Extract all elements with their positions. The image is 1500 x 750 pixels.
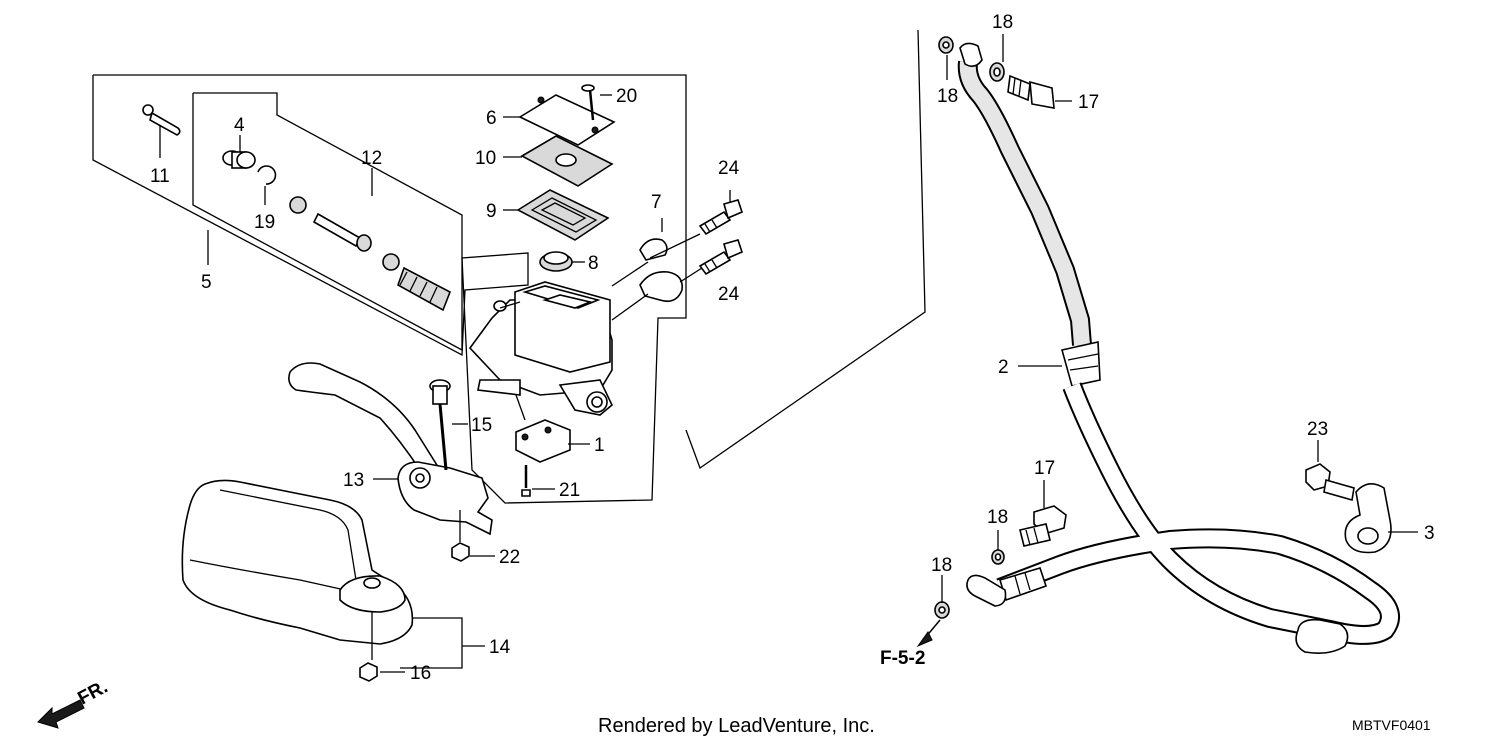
part-15-pivot-bolt[interactable] [429, 379, 451, 471]
callout-labels: 4 11 19 12 5 6 20 10 9 7 24 8 24 15 1 13… [74, 12, 1434, 737]
label-18-top-left[interactable]: 18 [937, 86, 958, 107]
label-18-mid[interactable]: 18 [987, 507, 1008, 528]
part-17-bolt-top[interactable] [1007, 74, 1055, 109]
label-17-lower[interactable]: 17 [1034, 458, 1055, 479]
part-18-washer-bottom[interactable] [934, 601, 950, 619]
label-7[interactable]: 7 [651, 192, 662, 213]
part-19-clip[interactable] [257, 165, 277, 205]
part-2-brake-hose[interactable] [957, 42, 1400, 654]
part-21-screw[interactable] [521, 465, 531, 497]
leader-lines [207, 34, 1418, 673]
part-18-washer-top-left[interactable] [938, 36, 954, 54]
part-3-clamp[interactable] [1344, 483, 1392, 554]
label-20[interactable]: 20 [616, 86, 637, 107]
part-11-pin[interactable] [142, 104, 181, 158]
label-17-top[interactable]: 17 [1078, 92, 1099, 113]
label-9[interactable]: 9 [486, 201, 497, 222]
label-24-lower[interactable]: 24 [718, 284, 740, 305]
part-22-nut[interactable] [451, 510, 470, 562]
diagram-code: MBTVF0401 [1352, 717, 1431, 733]
part-20-screw[interactable] [581, 84, 595, 121]
label-18-top-right[interactable]: 18 [992, 12, 1013, 33]
kit-boundary-12 [192, 92, 463, 352]
label-16[interactable]: 16 [410, 663, 431, 684]
label-23[interactable]: 23 [1307, 419, 1328, 440]
part-17-bolt-lower[interactable] [1019, 480, 1067, 547]
part-23-bolt[interactable] [1305, 440, 1355, 502]
part-24-bolt-lower[interactable] [698, 239, 743, 276]
label-24-upper[interactable]: 24 [718, 158, 740, 179]
label-2[interactable]: 2 [998, 357, 1009, 378]
part-10-plate[interactable] [520, 135, 614, 187]
master-cylinder-body[interactable] [468, 281, 613, 416]
label-14[interactable]: 14 [489, 637, 511, 658]
label-21[interactable]: 21 [559, 480, 580, 501]
part-9-diaphragm[interactable] [516, 189, 610, 241]
label-13[interactable]: 13 [343, 470, 364, 491]
part-12-piston-kit[interactable] [289, 168, 452, 312]
label-8[interactable]: 8 [588, 253, 599, 274]
part-4-bushing[interactable] [222, 135, 256, 169]
label-6[interactable]: 6 [486, 108, 497, 129]
part-8-float[interactable] [539, 251, 573, 272]
label-11[interactable]: 11 [150, 166, 170, 187]
label-15[interactable]: 15 [471, 415, 492, 436]
part-1-switch[interactable] [515, 394, 571, 463]
part-13-lever[interactable] [288, 362, 493, 536]
label-18-bottom[interactable]: 18 [931, 555, 952, 576]
label-3[interactable]: 3 [1424, 523, 1435, 544]
credit-text: Rendered by LeadVenture, Inc. [598, 715, 875, 737]
reference-label[interactable]: F-5-2 [880, 648, 925, 669]
reference-arrow[interactable] [916, 619, 941, 648]
part-16-nut[interactable] [359, 662, 378, 682]
label-19[interactable]: 19 [254, 212, 275, 233]
part-18-washer-mid[interactable] [991, 549, 1005, 565]
label-10[interactable]: 10 [475, 148, 496, 169]
label-22[interactable]: 22 [499, 547, 520, 568]
label-12[interactable]: 12 [361, 148, 382, 169]
label-1[interactable]: 1 [594, 435, 605, 456]
front-direction-arrow [37, 699, 85, 729]
label-4[interactable]: 4 [234, 115, 245, 136]
part-24-bolt-upper[interactable] [698, 199, 743, 236]
part-7-clamp[interactable] [639, 218, 684, 303]
part-14-handguard[interactable] [181, 479, 414, 645]
assembly-leader [685, 29, 926, 470]
part-18-washer-top-right[interactable] [989, 62, 1005, 82]
label-5[interactable]: 5 [201, 272, 212, 293]
part-6-cover[interactable] [518, 94, 616, 146]
